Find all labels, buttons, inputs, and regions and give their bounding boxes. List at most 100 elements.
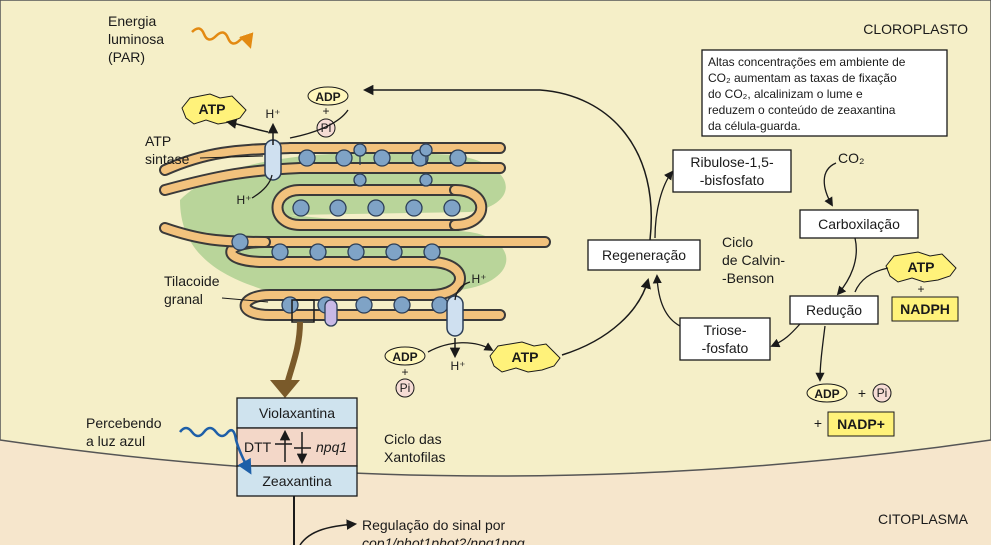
light-energy-label-3: (PAR) xyxy=(108,49,145,65)
blue-light-wave-icon xyxy=(179,426,252,475)
thylakoid-label-1: Tilacoide xyxy=(164,273,220,289)
atp-synthase-bottom xyxy=(446,295,464,337)
thylakoid-membranes xyxy=(159,142,551,321)
triose-to-regeneration-arrow xyxy=(652,274,681,327)
nadp-label: NADP+ xyxy=(837,416,885,432)
atp-nadph-in-arrow xyxy=(854,267,889,293)
ribulose-box xyxy=(672,149,792,193)
adp-label-bottom: ADP xyxy=(392,350,417,364)
adp-to-synthase-arrow xyxy=(289,109,349,139)
violaxanthin-label: Violaxantina xyxy=(259,405,335,421)
blue-light-label-1: Percebendo xyxy=(86,415,162,431)
atp-burst-right xyxy=(885,251,957,283)
pi-circle-bottom xyxy=(395,378,415,398)
atp-synthase-top xyxy=(264,139,282,181)
reduction-to-triose-arrow xyxy=(770,323,801,348)
h-plus-top: H⁺ xyxy=(266,107,281,121)
zeaxanthin-box xyxy=(236,465,358,497)
adp-oval-right xyxy=(806,383,848,403)
info-line-4: reduzem o conteúdo de zeaxantina xyxy=(708,103,896,117)
npq1-label: npq1 xyxy=(316,439,347,455)
info-line-1: Altas concentrações em ambiente de xyxy=(708,55,906,69)
regeneration-to-ribulose-arrow xyxy=(654,170,674,239)
violaxanthin-box xyxy=(236,397,358,429)
atp-label-right: ATP xyxy=(908,259,935,275)
plus-right-2: + xyxy=(858,385,866,401)
calvin-label-3: -Benson xyxy=(722,270,774,286)
ribulose-label-2: -bisfosfato xyxy=(700,172,765,188)
plus-top: + xyxy=(322,104,329,118)
triose-label-2: -fosfato xyxy=(702,340,749,356)
zoom-arrow-head xyxy=(270,380,300,398)
atp-label-bottom: ATP xyxy=(512,349,539,365)
light-wave-icon xyxy=(191,27,254,49)
plus-right: + xyxy=(917,282,924,296)
reduction-out-arrow xyxy=(815,325,826,382)
adp-label-top: ADP xyxy=(315,90,340,104)
adp-oval-bottom xyxy=(384,346,426,366)
chloroplast-label: CLOROPLASTO xyxy=(863,21,968,37)
pi-label-top: Pi xyxy=(321,121,332,135)
regeneration-box xyxy=(587,239,701,271)
signal-arrow xyxy=(299,519,358,546)
plus-right-3: + xyxy=(814,415,822,431)
co2-label: CO₂ xyxy=(838,150,864,166)
dtt-label: DTT xyxy=(244,439,272,455)
calvin-label-1: Ciclo xyxy=(722,234,753,250)
adp-label-right: ADP xyxy=(814,387,839,401)
xanthophyll-cycle-label-2: Xantofilas xyxy=(384,449,445,465)
triose-box xyxy=(679,317,771,361)
carboxylation-to-reduction-arrow xyxy=(836,237,857,296)
pi-label-bottom: Pi xyxy=(400,381,411,395)
blue-light-label-2: a luz azul xyxy=(86,433,145,449)
reduction-box xyxy=(789,295,879,325)
signal-label-1: Regulação do sinal por xyxy=(362,517,506,533)
thylakoid-pointer xyxy=(221,297,269,303)
atp-synthase-label-2: sintase xyxy=(145,151,190,167)
regeneration-label: Regeneração xyxy=(602,247,686,263)
carboxylation-box xyxy=(799,209,919,239)
triose-label-1: Triose- xyxy=(703,322,746,338)
ribulose-label-1: Ribulose-1,5- xyxy=(690,154,774,170)
reduction-label: Redução xyxy=(806,302,862,318)
zeaxanthin-label: Zeaxantina xyxy=(262,473,331,489)
info-line-3: do CO₂, alcalinizam o lume e xyxy=(708,87,863,101)
atp-burst-left xyxy=(181,93,247,125)
pi-circle-right xyxy=(872,383,892,403)
atp-synthase-pointer xyxy=(199,155,264,159)
plus-bottom: + xyxy=(401,365,408,379)
regeneration-to-adp-arrow xyxy=(362,84,652,241)
photosystem-proteins xyxy=(231,149,467,314)
atp-arrow-left xyxy=(225,118,269,133)
membrane-lollipops xyxy=(324,143,433,327)
atp-to-regeneration-arrow xyxy=(561,277,651,356)
info-line-5: da célula-guarda. xyxy=(708,119,801,133)
adp-to-atp-arrow xyxy=(427,342,494,353)
pi-label-right: Pi xyxy=(877,386,888,400)
thylakoid-label-2: granal xyxy=(164,291,203,307)
h-plus-inside: H⁺ xyxy=(237,193,252,207)
calvin-label-2: de Calvin- xyxy=(722,252,785,268)
pi-circle-top xyxy=(316,118,336,138)
h-plus-lumen-arrow xyxy=(454,281,471,301)
info-box xyxy=(701,49,948,137)
h-plus-inside-arrow xyxy=(251,174,273,199)
h-plus-bottom: H⁺ xyxy=(451,359,466,373)
carboxylation-label: Carboxilação xyxy=(818,216,900,232)
h-plus-lumen: H⁺ xyxy=(472,272,487,286)
nadph-label: NADPH xyxy=(900,301,950,317)
nadp-box xyxy=(827,411,895,437)
info-line-2: CO₂ aumentam as taxas de fixação xyxy=(708,71,897,85)
atp-burst-bottom xyxy=(489,341,561,373)
light-energy-label-1: Energia xyxy=(108,13,156,29)
xanthophyll-cycle-label-1: Ciclo das xyxy=(384,431,442,447)
signal-label-2: cop1/phot1phot2/npq1npq xyxy=(362,535,525,545)
light-energy-label-2: luminosa xyxy=(108,31,164,47)
adp-oval-top xyxy=(307,86,349,106)
atp-synthase-label-1: ATP xyxy=(145,133,171,149)
co2-arrow xyxy=(823,162,837,207)
atp-label-left: ATP xyxy=(199,101,226,117)
cytoplasm-label: CITOPLASMA xyxy=(878,511,969,527)
